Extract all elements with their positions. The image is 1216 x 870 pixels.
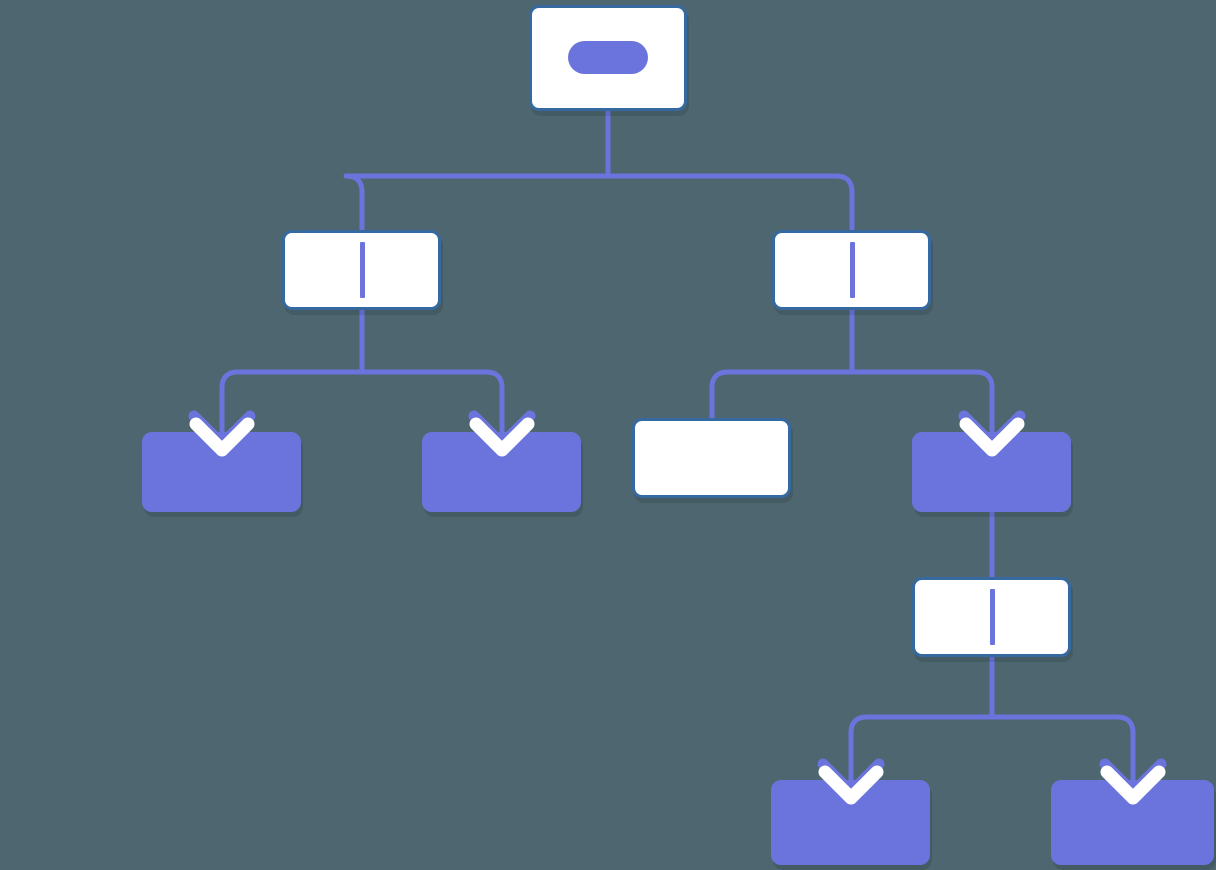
node-root-pill-badge: [568, 41, 648, 74]
edge-middeep-leaff: [992, 714, 1136, 786]
node-mid-right-inner-connector: [850, 242, 855, 298]
node-branch-d[interactable]: [912, 432, 1071, 512]
edge-midleft-leafa: [219, 369, 362, 438]
edge-midright-leafc: [709, 369, 852, 420]
edge-middeep-leafe: [848, 714, 992, 786]
edge-root-midleft: [343, 173, 608, 232]
node-leaf-f[interactable]: [1051, 780, 1214, 865]
node-mid-left-inner-connector: [360, 242, 365, 298]
node-leaf-e[interactable]: [771, 780, 930, 865]
edge-midright-branchd: [852, 369, 995, 438]
node-leaf-a[interactable]: [142, 432, 301, 512]
node-leaf-c[interactable]: [632, 418, 791, 498]
node-mid-deep-inner-connector: [990, 589, 995, 645]
edge-root-midright: [608, 173, 855, 232]
node-leaf-b[interactable]: [422, 432, 581, 512]
edge-midleft-leafb: [362, 369, 505, 438]
